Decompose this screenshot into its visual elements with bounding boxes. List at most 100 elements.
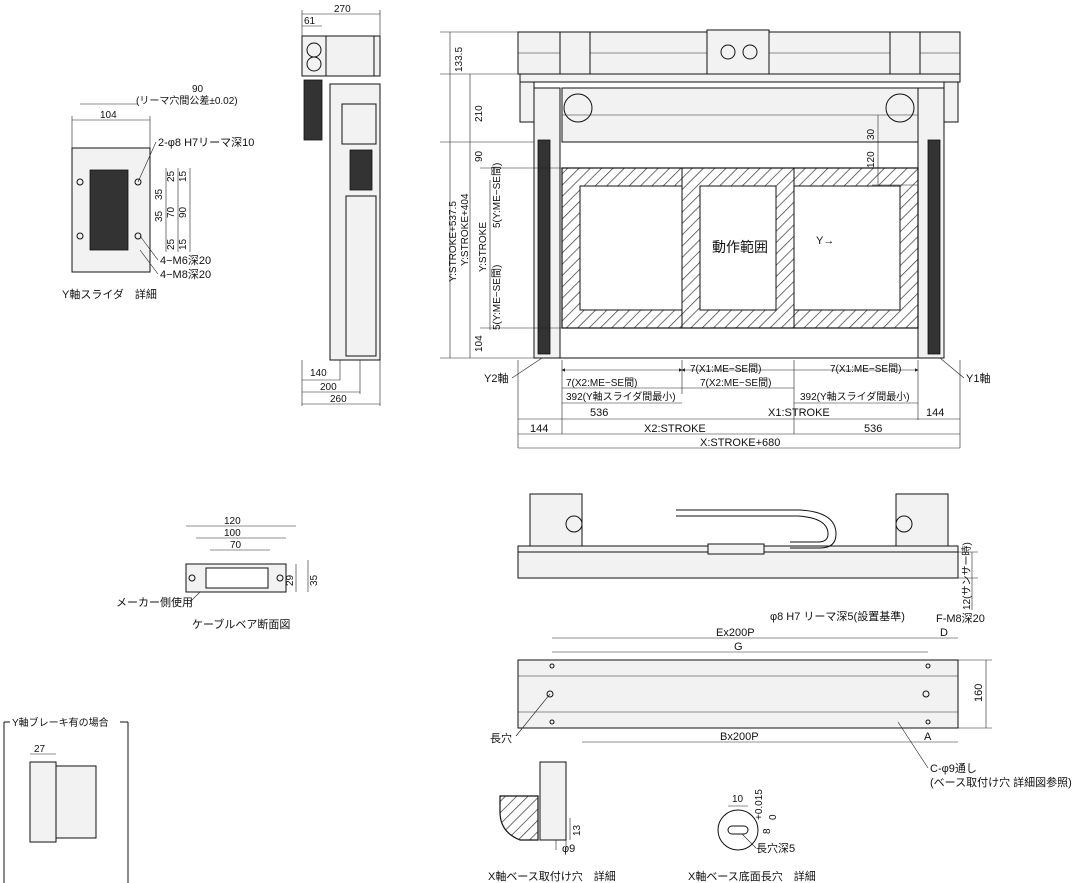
dim-ystroke-537: Y:STROKE+537.5 [448,201,459,282]
center-carriage [706,29,770,75]
dim-x-stroke-680: X:STROKE+680 [700,437,780,449]
slot-tolerance: +0.015 [754,789,765,820]
cable-dim-100: 100 [224,528,241,539]
slot-detail: 10 8 +0.015 0 長穴深5 X軸ベース底面長穴 詳細 [688,789,816,883]
side-dim-61: 61 [304,16,316,27]
base-c9-note: C-φ9通し [930,762,977,775]
brake-dim-27: 27 [34,744,46,755]
slider-detail: 104 90 (リーマ穴間公差±0.02) 2-φ8 H7リーマ深10 25 1… [62,84,254,301]
base-plate [517,659,959,729]
y2-axis-label: Y2軸 [484,371,508,385]
slider-v15a: 15 [178,170,189,182]
slot-tolerance-zero: 0 [768,814,779,820]
cable-dim-120: 120 [224,516,241,527]
dim-7-x1-a: 7(X1:ME−SE間) [690,363,761,375]
cable-dim-70: 70 [230,540,242,551]
base-bottom-view: φ8 H7 リーマ深5(設置基準) F-M8深20 Ex200P G D 160… [490,609,1072,789]
base-long-hole: 長穴 [490,731,512,745]
slider-v15b: 15 [178,238,189,250]
mount-phi9: φ9 [562,843,575,855]
dim-7-x2-a: 7(X2:ME−SE間) [566,377,637,389]
brake-detail: Y軸ブレーキ有の場合 27 [3,716,129,883]
mount-caption: X軸ベース取付け穴 詳細 [488,869,616,883]
base-c9-ref: (ベース取付け穴 詳細図参照) [930,775,1072,789]
mount-body [539,761,567,841]
slider-v90: 90 [178,206,189,218]
dim-392-a: 392(Y軸スライダ間最小) [566,390,676,403]
front-base [517,551,959,579]
dim-144-b: 144 [926,407,944,419]
y2-motor [563,93,593,123]
slider-tolerance: (リーマ穴間公差±0.02) [136,94,238,107]
dim-yme-5a: 5(Y:ME−SE間) [491,163,503,228]
dim-yme-5b: 5(Y:ME−SE間) [491,265,503,330]
dim-144-a: 144 [530,423,548,435]
mount-hatch [499,795,539,841]
base-reamer-note: φ8 H7 リーマ深5(設置基準) [770,609,905,623]
dim-90: 90 [474,150,485,162]
side-view: 270 61 140 200 260 [301,4,381,406]
slider-m6-note: 4−M6深20 [160,254,211,267]
side-cable-chain [303,79,323,141]
operating-range-label: 動作範囲 [712,239,768,255]
slot-circle [717,809,759,851]
dim-30: 30 [866,128,877,140]
slider-caption: Y軸スライダ 詳細 [62,287,157,301]
slider-v35a: 35 [154,188,165,200]
dim-120: 120 [866,151,877,168]
dim-392-b: 392(Y軸スライダ間最小) [800,390,910,403]
slot-dim-10: 10 [732,794,744,805]
front-left-head [529,493,583,547]
front-view: 12(サンサー時) [517,493,978,610]
base-e200p: Ex200P [716,627,755,639]
base-b200p: Bx200P [720,731,759,743]
base-a: A [924,731,932,743]
base-dim-160: 160 [973,684,985,702]
slider-v25b: 25 [166,238,177,250]
side-dim-270: 270 [334,4,351,15]
top-view: 動作範囲 Y→ 133.5 210 90 104 Y:STROKE+537.5 … [440,29,990,449]
dim-x2-stroke: X2:STROKE [644,423,706,435]
y-direction-arrow: Y→ [816,235,834,247]
front-right-head [895,493,949,547]
slider-m8-note: 4−M8深20 [160,268,211,281]
dim-7-x2-b: 7(X2:ME−SE間) [700,377,771,389]
dim-133-5: 133.5 [454,47,465,72]
dim-104: 104 [474,335,485,352]
cable-dim-29: 29 [285,574,296,586]
slider-dim-90: 90 [192,84,204,95]
dim-7-x1-b: 7(X1:ME−SE間) [830,363,901,375]
slot-caption: X軸ベース底面長穴 詳細 [688,869,816,883]
slot-depth-note: 長穴深5 [756,841,795,855]
front-sensor-note: 12(サンサー時) [961,542,973,610]
front-cable [676,509,837,549]
dim-x1-stroke: X1:STROKE [768,407,830,419]
mount-dim-13: 13 [572,824,583,836]
slider-reamer-note: 2-φ8 H7リーマ深10 [158,136,254,149]
side-dim-260: 260 [330,394,347,405]
base-g: G [734,641,743,653]
dim-ystroke-404: Y:STROKE+404 [460,193,471,266]
cable-caption: ケーブルベア断面図 [192,617,290,631]
slider-dim-104: 104 [100,110,117,121]
brake-title: Y軸ブレーキ有の場合 [12,716,109,729]
dim-ystroke: Y:STROKE [478,222,489,272]
dim-536-a: 536 [590,407,608,419]
cable-dim-35: 35 [309,574,320,586]
y1-axis-label: Y1軸 [966,371,990,385]
dim-536-b: 536 [864,423,882,435]
slot-dim-8: 8 [762,828,773,834]
slider-v70: 70 [166,206,177,218]
slider-v25a: 25 [166,170,177,182]
brake-body [29,761,57,843]
mount-hole-detail: 13 φ9 X軸ベース取付け穴 詳細 [488,761,616,883]
slider-v35b: 35 [154,210,165,222]
y1-motor [885,93,915,123]
cable-maker-note: メーカー側使用 [116,596,193,609]
side-dim-140: 140 [310,368,327,379]
slot-hole [727,825,749,835]
base-d: D [940,627,948,639]
cable-section: 120 100 70 29 35 メーカー側使用 ケーブルベア断面図 [116,516,320,631]
dim-210: 210 [474,105,485,122]
